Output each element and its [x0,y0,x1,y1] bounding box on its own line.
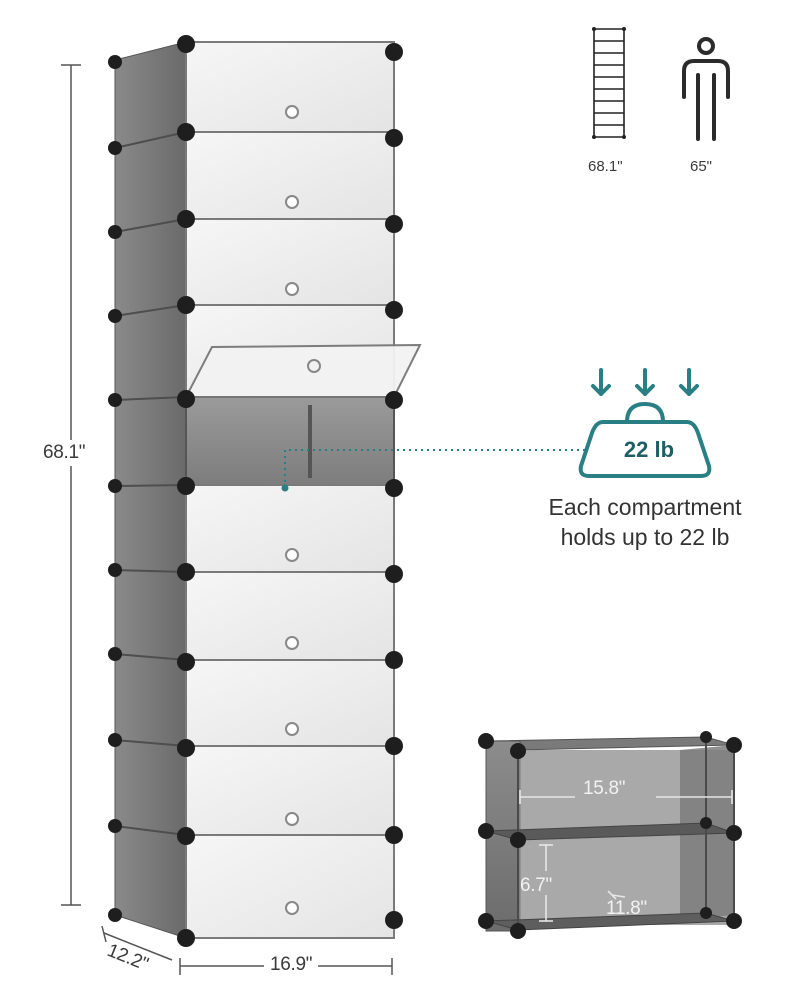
weight-leader-line [281,449,588,492]
cabinet-height-label: 68.1" [43,440,86,466]
cabinet-side-panel [114,41,187,939]
compartment-width-label: 15.8" [583,778,626,799]
ladder-icon [592,27,626,139]
depth-dimension-line [101,925,173,961]
cabinet-connectors [108,35,403,947]
person-height-label: 65" [690,158,713,175]
ladder-height-label: 68.1" [588,158,623,175]
compartment-depth-label: 11.8" [606,898,647,919]
load-capacity-caption: Each compartment holds up to 22 lb [515,492,775,552]
caption-line-2: holds up to 22 lb [560,524,730,550]
height-dimension-line [61,64,81,906]
weight-load-icon [578,368,712,478]
caption-line-1: Each compartment [548,494,742,520]
weight-limit-value: 22 lb [623,437,675,462]
cabinet-width-label: 16.9" [264,954,319,976]
person-icon [682,37,730,141]
compartment-height-label: 6.7" [520,875,552,896]
compartment-detail-illustration [478,731,742,939]
cabinet-doors [184,41,422,939]
